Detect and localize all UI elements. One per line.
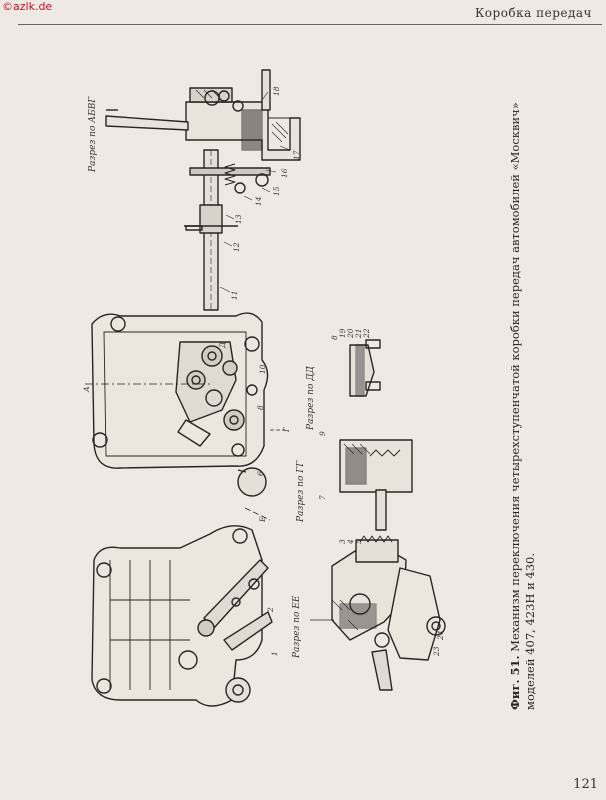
caption-text: Механизм переключения четырехступенчатой… bbox=[508, 102, 537, 710]
callout-18: 18 bbox=[272, 86, 281, 96]
section-label-abvg: Разрез по АБВГ bbox=[88, 96, 98, 172]
section-ee bbox=[310, 535, 446, 691]
header-rule bbox=[18, 24, 602, 25]
callout-10: 10 bbox=[258, 364, 267, 374]
callout-6: 6 bbox=[256, 471, 265, 476]
caption-label: Фиг. 51. bbox=[508, 655, 522, 710]
callout-22: 22 bbox=[362, 328, 371, 338]
callout-5: 5 bbox=[354, 539, 363, 544]
callout-11: 11 bbox=[230, 290, 239, 300]
callout-2: 2 bbox=[266, 607, 275, 612]
letter-a: А bbox=[82, 386, 91, 392]
shaft-section-abvg bbox=[105, 69, 301, 311]
callout-17: 17 bbox=[292, 150, 301, 160]
section-label-ee: Разрез по ЕЕ bbox=[292, 595, 302, 658]
figure-caption: Фиг. 51. Механизм переключения четырехст… bbox=[508, 70, 538, 710]
callout-1: 1 bbox=[270, 651, 279, 656]
cover-rib-view bbox=[91, 507, 273, 707]
running-head: Коробка передач bbox=[475, 6, 592, 20]
letter-g: Г bbox=[282, 427, 291, 432]
callout-16: 16 bbox=[280, 168, 289, 178]
callout-23: 23 bbox=[432, 646, 441, 656]
section-dd-gg bbox=[339, 339, 413, 531]
callout-8a: 8 bbox=[256, 405, 265, 410]
section-label-dd: Разрез по ДД bbox=[306, 366, 316, 430]
callout-24: 24 bbox=[436, 630, 445, 640]
letter-e: Е bbox=[258, 516, 267, 522]
callout-13: 13 bbox=[234, 214, 243, 224]
letter-d: Д bbox=[218, 341, 227, 348]
section-label-gg: Разрез по ГГ bbox=[296, 460, 306, 522]
callout-9: 9 bbox=[318, 431, 327, 436]
callout-15: 15 bbox=[272, 186, 281, 196]
cover-plan-view bbox=[85, 312, 285, 497]
page-number: 121 bbox=[573, 777, 598, 792]
callout-12: 12 bbox=[232, 242, 241, 252]
callout-14: 14 bbox=[254, 196, 263, 206]
callout-7: 7 bbox=[318, 495, 327, 500]
watermark: ©azlk.de bbox=[2, 0, 53, 13]
